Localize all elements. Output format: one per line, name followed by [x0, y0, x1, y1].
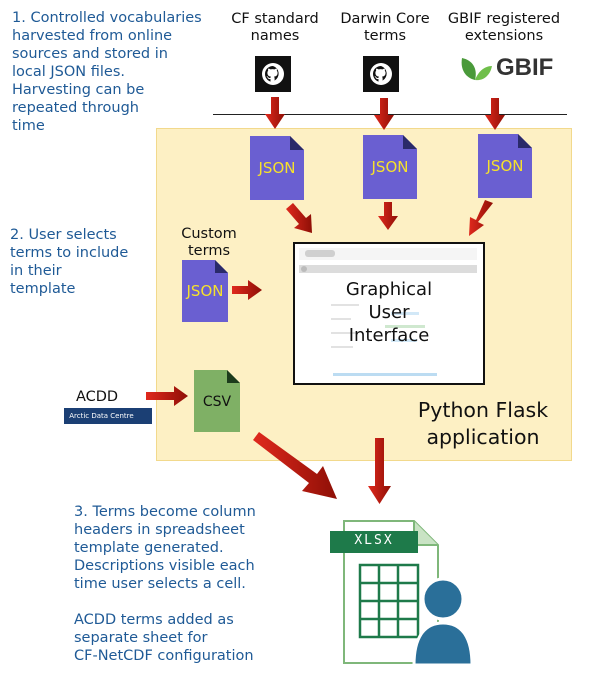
json-file-icon: JSON	[182, 260, 228, 322]
cf-label: CF standard names	[231, 11, 319, 44]
arrow-diagonal	[469, 200, 493, 236]
gui-input-highlight	[391, 312, 419, 315]
arrow-right	[232, 280, 262, 300]
step3-text: 3. Terms become column headers in spread…	[74, 504, 256, 664]
arctic-data-centre-logo: Arctic Data Centre	[50, 408, 152, 424]
arrow-down	[485, 98, 505, 130]
arrow-down-large	[368, 438, 391, 504]
gbif-logo-text: GBIF	[496, 54, 554, 81]
gui-submit-bar	[333, 373, 437, 376]
gui-nav-dot	[301, 266, 307, 272]
arrow-down	[265, 97, 285, 129]
gui-title: Graphical User Interface	[345, 279, 433, 346]
spreadsheet-icon: XLSX	[330, 517, 460, 667]
user-icon	[412, 577, 474, 667]
json-file-icon: JSON	[363, 135, 417, 199]
json-label: JSON	[186, 282, 224, 300]
divider-line	[213, 114, 567, 115]
json-label: JSON	[258, 159, 296, 177]
csv-file-icon: CSV	[194, 370, 240, 432]
gui-field-line	[331, 318, 351, 320]
arrow-diagonal	[286, 203, 312, 233]
step2-text: 2. User selects terms to include in thei…	[10, 227, 129, 297]
gui-field-line	[331, 332, 357, 334]
json-file-icon: JSON	[250, 136, 304, 200]
custom-terms-label: Custom terms	[181, 226, 237, 259]
json-label: JSON	[486, 157, 524, 175]
csv-label: CSV	[203, 394, 232, 410]
arrow-right	[146, 386, 188, 406]
darwin-label: Darwin Core terms	[340, 11, 430, 44]
arrow-down	[378, 202, 398, 230]
gui-header-bar	[299, 248, 477, 260]
gbif-logo: GBIF	[456, 50, 576, 86]
json-file-icon: JSON	[478, 134, 532, 198]
gui-window: Graphical User Interface	[293, 242, 485, 385]
arrow-diagonal-large	[253, 432, 337, 499]
arctic-data-centre-logo-text: Arctic Data Centre	[69, 412, 134, 420]
gui-input-highlight	[391, 339, 417, 342]
gbif-leaf-icon	[461, 58, 492, 81]
gbif-label: GBIF registered extensions	[447, 11, 561, 44]
github-icon	[255, 56, 291, 92]
gui-field-line	[331, 346, 353, 348]
json-label: JSON	[371, 158, 409, 176]
gui-logo	[305, 250, 335, 257]
gui-input-highlight	[385, 325, 425, 328]
step1-text: 1. Controlled vocabularies harvested fro…	[12, 10, 202, 134]
flask-label: Python Flask application	[417, 398, 549, 449]
github-icon	[363, 56, 399, 92]
arrow-down	[374, 98, 394, 130]
gui-field-line	[331, 304, 359, 306]
gui-nav-bar	[299, 265, 477, 273]
acdd-label: ACDD	[75, 389, 119, 405]
xlsx-label: XLSX	[354, 533, 394, 548]
